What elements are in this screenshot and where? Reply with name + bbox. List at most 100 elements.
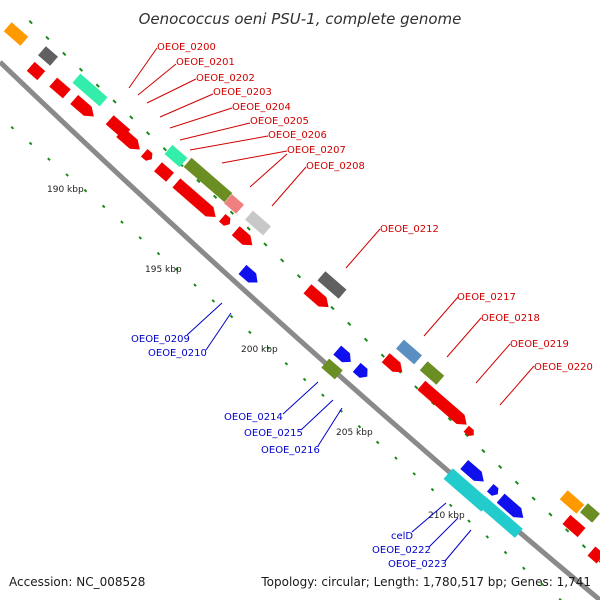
gene-orange[interactable] bbox=[559, 490, 585, 514]
gc-dot bbox=[481, 448, 486, 454]
gene-label-oeoe-0223[interactable]: OEOE_0223 bbox=[388, 559, 447, 570]
gene-red[interactable] bbox=[70, 94, 97, 121]
gene-label-oeoe-0219[interactable]: OEOE_0219 bbox=[510, 339, 569, 350]
gene-label-oeoe-0220[interactable]: OEOE_0220 bbox=[534, 362, 593, 373]
gc-dot bbox=[196, 178, 201, 184]
gene-olive[interactable] bbox=[419, 361, 445, 385]
gene-blue[interactable] bbox=[333, 345, 354, 367]
map-title: Oenococcus oeni PSU-1, complete genome bbox=[139, 10, 462, 28]
gene-blue[interactable] bbox=[486, 483, 501, 498]
gene-label-oeoe-0217[interactable]: OEOE_0217 bbox=[457, 292, 516, 303]
gene-label-oeoe-0209[interactable]: OEOE_0209 bbox=[131, 334, 190, 345]
gene-steelblue[interactable] bbox=[396, 339, 422, 365]
leader-line bbox=[423, 296, 459, 337]
gc-dot bbox=[485, 535, 490, 539]
kbp-label-210: 210 kbp bbox=[428, 511, 465, 521]
gene-gray[interactable] bbox=[317, 271, 347, 299]
gene-red[interactable] bbox=[154, 162, 174, 182]
gc-dot bbox=[375, 440, 380, 445]
gene-cyan[interactable] bbox=[443, 468, 491, 512]
gc-dot bbox=[540, 582, 544, 586]
gene-red[interactable] bbox=[218, 213, 233, 228]
gene-red[interactable] bbox=[417, 380, 470, 429]
gc-dot bbox=[531, 496, 536, 501]
gene-label-oeoe-0200[interactable]: OEOE_0200 bbox=[157, 42, 216, 53]
gene-red[interactable] bbox=[463, 425, 477, 439]
gene-red[interactable] bbox=[49, 77, 71, 99]
gene-aqua[interactable] bbox=[164, 144, 188, 168]
gene-label-oeoe-0203[interactable]: OEOE_0203 bbox=[213, 87, 272, 98]
gene-red[interactable] bbox=[303, 284, 332, 311]
gc-dot bbox=[120, 220, 124, 224]
gene-label-oeoe-0218[interactable]: OEOE_0218 bbox=[481, 313, 540, 324]
gene-red[interactable] bbox=[140, 148, 155, 163]
gene-lightgray[interactable] bbox=[245, 210, 271, 236]
leader-line bbox=[345, 228, 381, 269]
leader-line bbox=[317, 407, 343, 447]
gc-dot bbox=[45, 35, 50, 41]
gene-blue[interactable] bbox=[496, 493, 528, 523]
leader-line bbox=[249, 153, 288, 188]
gc-dot bbox=[522, 566, 526, 571]
gene-blue[interactable] bbox=[352, 362, 371, 381]
gc-dot bbox=[28, 141, 33, 146]
gc-dot bbox=[83, 188, 88, 193]
gene-label-oeoe-0208[interactable]: OEOE_0208 bbox=[306, 161, 365, 172]
leader-line bbox=[428, 517, 459, 548]
gc-dot bbox=[412, 472, 416, 476]
gc-dot bbox=[62, 51, 67, 57]
gc-dot bbox=[280, 258, 285, 263]
gene-pink[interactable] bbox=[224, 194, 244, 214]
gc-dot bbox=[112, 99, 117, 104]
gene-label-oeoe-0204[interactable]: OEOE_0204 bbox=[232, 102, 291, 113]
gene-label-oeoe-0205[interactable]: OEOE_0205 bbox=[250, 116, 309, 127]
gc-dot bbox=[212, 194, 218, 199]
gc-dot bbox=[514, 480, 520, 485]
gene-red[interactable] bbox=[562, 514, 586, 538]
gene-orange[interactable] bbox=[3, 22, 29, 46]
gene-cyan[interactable] bbox=[477, 496, 523, 538]
gene-aqua[interactable] bbox=[72, 73, 108, 107]
gene-red[interactable] bbox=[26, 61, 46, 81]
leader-line bbox=[179, 122, 251, 141]
kbp-scale: 190 kbp 195 kbp 200 kbp 205 kbp 210 kbp bbox=[47, 185, 465, 521]
gene-label-oeoe-0216[interactable]: OEOE_0216 bbox=[261, 445, 320, 456]
gene-label-oeoe-0212[interactable]: OEOE_0212 bbox=[380, 224, 439, 235]
gene-red[interactable] bbox=[231, 226, 256, 249]
gene-gray[interactable] bbox=[38, 46, 58, 66]
gene-label-oeoe-0201[interactable]: OEOE_0201 bbox=[176, 57, 235, 68]
gene-red[interactable] bbox=[116, 127, 143, 154]
gene-label-oeoe-0206[interactable]: OEOE_0206 bbox=[268, 130, 327, 141]
gene-olive[interactable] bbox=[321, 358, 343, 380]
gene-olive[interactable] bbox=[183, 157, 233, 203]
gene-olive[interactable] bbox=[580, 503, 600, 523]
gc-dot bbox=[581, 544, 587, 549]
accession-text: Accession: NC_008528 bbox=[9, 575, 145, 589]
gc-dot bbox=[193, 283, 197, 287]
gene-label-oeoe-0202[interactable]: OEOE_0202 bbox=[196, 73, 255, 84]
gene-label-celd[interactable]: celD bbox=[391, 531, 413, 542]
gene-label-oeoe-0222[interactable]: OEOE_0222 bbox=[372, 545, 431, 556]
gene-label-oeoe-0214[interactable]: OEOE_0214 bbox=[224, 412, 283, 423]
leader-line bbox=[169, 107, 233, 129]
gene-label-oeoe-0210[interactable]: OEOE_0210 bbox=[148, 348, 207, 359]
gene-red[interactable] bbox=[587, 546, 600, 564]
gene-label-oeoe-0215[interactable]: OEOE_0215 bbox=[244, 428, 303, 439]
gene-red[interactable] bbox=[172, 178, 219, 221]
gc-dot bbox=[156, 251, 161, 256]
leader-line bbox=[186, 302, 223, 336]
gc-dot bbox=[467, 519, 471, 523]
gene-label-oeoe-0207[interactable]: OEOE_0207 bbox=[287, 145, 346, 156]
gene-blue[interactable] bbox=[460, 459, 487, 486]
gc-dot bbox=[447, 417, 452, 422]
gene-blue[interactable] bbox=[238, 264, 262, 287]
gc-dot bbox=[380, 353, 385, 358]
leader-line bbox=[411, 502, 447, 533]
gene-red[interactable] bbox=[381, 353, 406, 376]
leader-line bbox=[475, 343, 511, 384]
leader-line bbox=[205, 312, 232, 351]
leader-line bbox=[189, 135, 269, 151]
gc-dot bbox=[284, 361, 289, 366]
kbp-label-195: 195 kbp bbox=[145, 265, 182, 275]
